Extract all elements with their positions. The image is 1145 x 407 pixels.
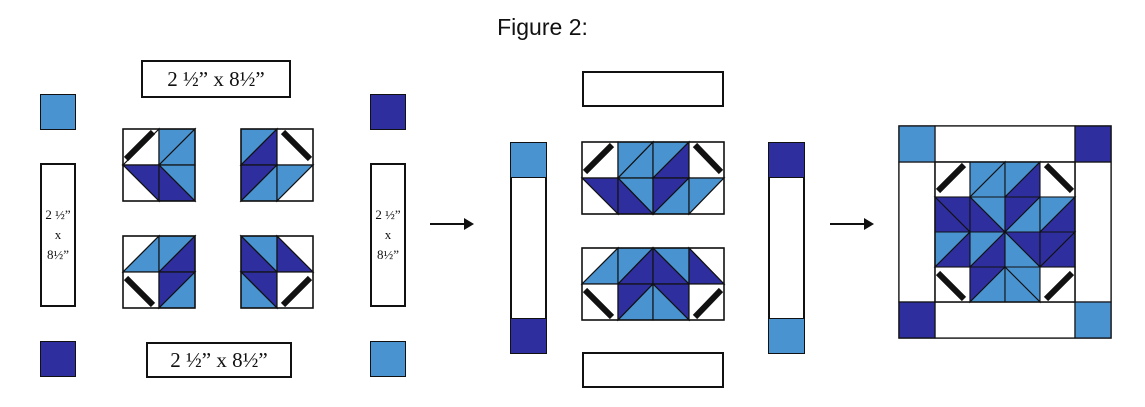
finished-quilt-block xyxy=(898,125,1112,339)
top-strip xyxy=(582,71,724,107)
top-strip-label: 2 ½” x 8½” xyxy=(141,60,291,98)
quilt-row-bottom xyxy=(580,246,726,322)
left-strip-label: 2 ½” x 8½” xyxy=(40,163,76,307)
right-strip-dimension-2: 8½” xyxy=(376,247,400,262)
right-strip-dimension-x: x xyxy=(384,227,392,242)
left-strip-dimension-1: 2 ½” xyxy=(45,207,71,222)
right-strip-dimension-1: 2 ½” xyxy=(375,207,401,222)
corner-square-dark-blue xyxy=(768,142,805,178)
left-strip-dimension-x: x xyxy=(54,227,62,242)
corner-square-light-blue xyxy=(510,142,547,178)
corner-square-dark-blue xyxy=(40,341,76,377)
corner-square-dark-blue xyxy=(370,94,406,130)
corner-square-dark-blue xyxy=(510,318,547,354)
right-strip-label: 2 ½” x 8½” xyxy=(370,163,406,307)
corner-square-light-blue xyxy=(768,318,805,354)
quilt-unit-bottom-right xyxy=(239,234,315,310)
quilt-unit-top-left xyxy=(121,127,197,203)
figure-title: Figure 2: xyxy=(497,14,588,40)
left-strip-dimension-2: 8½” xyxy=(46,247,70,262)
arrow-right-icon xyxy=(430,218,474,230)
quilt-row-top xyxy=(580,140,726,216)
bottom-strip-label: 2 ½” x 8½” xyxy=(146,342,292,378)
corner-square-light-blue xyxy=(370,341,406,377)
quilt-unit-bottom-left xyxy=(121,234,197,310)
bottom-strip xyxy=(582,352,724,388)
corner-square-light-blue xyxy=(40,94,76,130)
arrow-right-icon xyxy=(830,218,874,230)
quilt-unit-top-right xyxy=(239,127,315,203)
